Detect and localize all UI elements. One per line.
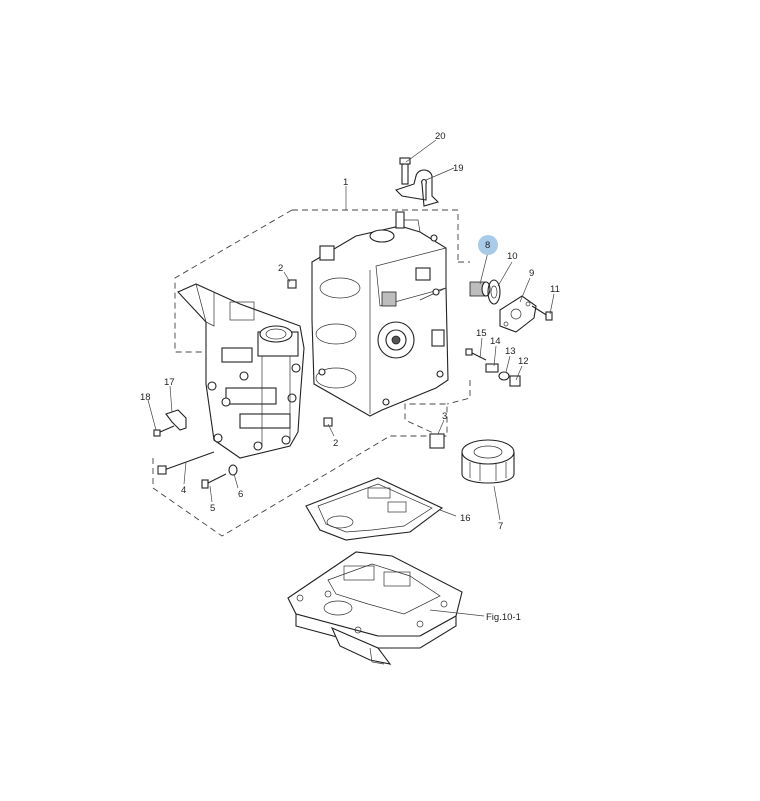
callout-12: 12 — [518, 356, 529, 367]
oil-pan-gasket — [305, 477, 444, 541]
callout-5: 5 — [210, 503, 215, 514]
thermostat-gasket — [487, 279, 501, 305]
leader-lines — [147, 139, 555, 617]
short-bolt — [201, 473, 227, 489]
bracket-bolt — [153, 425, 175, 437]
callout-11: 11 — [550, 284, 560, 295]
callout-8: 8 — [485, 240, 490, 251]
callout-18: 18 — [140, 392, 151, 403]
crankcase — [177, 283, 305, 459]
oil-pressure-bolt — [465, 348, 487, 361]
small-bracket — [165, 409, 187, 431]
callout-4: 4 — [181, 485, 186, 496]
callout-14: 14 — [490, 336, 501, 347]
o-ring — [498, 371, 510, 381]
oil-filter — [461, 439, 515, 484]
callout-9: 9 — [529, 268, 534, 279]
callout-10: 10 — [507, 251, 518, 262]
callout-fig-10-1: Fig.10-1 — [486, 612, 521, 623]
callout-6: 6 — [238, 489, 243, 500]
callout-16: 16 — [460, 513, 471, 524]
callout-1: 1 — [343, 177, 348, 188]
long-bolt — [157, 451, 215, 475]
callout-7: 7 — [498, 521, 503, 532]
thermostat — [469, 281, 491, 297]
callout-highlight — [478, 235, 498, 255]
washer — [228, 464, 238, 476]
callout-20: 20 — [435, 131, 446, 142]
drain-plug — [509, 375, 521, 387]
callout-2-lower: 2 — [333, 438, 338, 449]
callout-19: 19 — [453, 163, 464, 174]
collar — [485, 363, 499, 373]
callout-labels: 20 19 1 8 10 9 11 2 15 14 13 12 17 18 3 … — [140, 131, 560, 623]
hanger-bracket — [394, 157, 440, 207]
cylinder-block — [311, 211, 449, 417]
oil-pan — [287, 551, 463, 665]
cover-bolt — [531, 305, 553, 321]
callout-13: 13 — [505, 346, 516, 357]
assembly-boundary — [152, 209, 471, 537]
callout-2-upper: 2 — [278, 263, 283, 274]
callout-17: 17 — [164, 377, 175, 388]
thermostat-cover — [499, 295, 537, 333]
dowel-pin-upper — [287, 279, 297, 289]
anode — [429, 433, 445, 449]
callout-15: 15 — [476, 328, 487, 339]
callout-3: 3 — [442, 411, 447, 422]
dowel-pin-lower — [323, 417, 333, 427]
